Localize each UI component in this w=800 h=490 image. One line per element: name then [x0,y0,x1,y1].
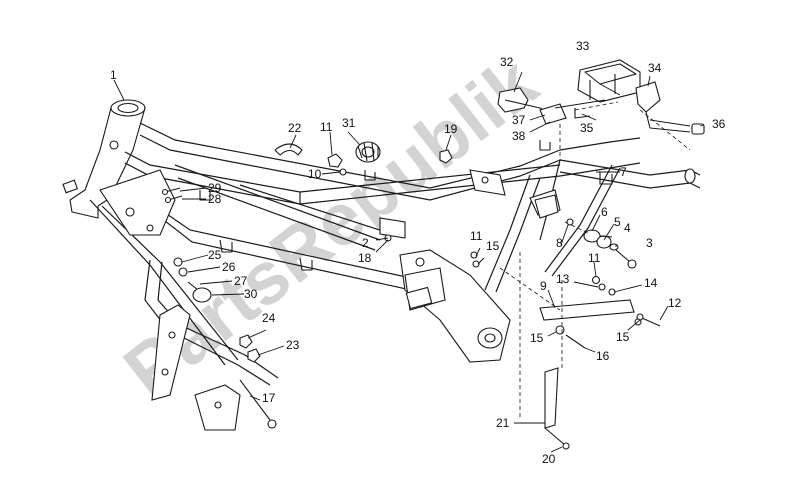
callout-label: 15 [486,239,500,253]
stand-arm-part-21 [544,367,559,429]
callout-label: 26 [222,260,236,274]
washer-part-26 [178,267,188,277]
bolt-part-16 [565,334,586,349]
main-frame [62,99,701,431]
washer-part [339,168,347,176]
callout-label: 31 [342,116,356,130]
callout-label: 8 [556,236,563,250]
callout-label: 17 [262,391,276,405]
rear-carrier-assembly [497,59,705,160]
callout-label: 14 [644,276,658,290]
callout-label: 9 [540,279,547,293]
callout-label: 27 [234,274,248,288]
nut-part-23 [247,348,261,363]
callout-label: 36 [712,117,726,131]
washer-part-25 [173,257,183,267]
callout-label: 12 [668,296,682,310]
callout-label: 34 [648,61,662,75]
callout-label: 32 [500,55,514,69]
callout-label: 11 [588,251,601,265]
callout-label: 28 [208,192,222,206]
callout-label: 29 [208,181,222,195]
washer-part-13 [598,283,606,291]
callout-label: 10 [308,167,322,181]
callout-label: 2 [362,236,369,250]
washer-part-11b [591,275,601,285]
callout-label: 24 [262,311,276,325]
callout-label: 16 [596,349,610,363]
bushing-part [355,141,381,163]
rubber-pad-part-30 [192,287,212,303]
callout-label: 22 [288,121,302,135]
callout-label: 3 [646,236,653,250]
callout-label: 6 [601,205,608,219]
callout-label: 15 [616,330,630,344]
steering-head [62,99,146,219]
callout-label: 21 [496,416,510,430]
callout-label: 4 [624,221,631,235]
callout-label: 7 [620,165,627,179]
callout-label: 20 [542,452,556,466]
clamp-part [274,143,303,156]
callout-label: 25 [208,248,222,262]
callout-label: 33 [576,39,590,53]
callout-label: 5 [614,215,621,229]
callout-label: 15 [530,331,544,345]
callout-label: 1 [110,68,117,82]
callout-label: 19 [444,122,458,136]
bolt-part-17 [239,379,271,421]
callout-label: 37 [512,113,526,127]
washer-part-15 [472,260,480,268]
callout-label: 30 [244,287,258,301]
callout-label: 35 [580,121,594,135]
callout-label: 18 [358,251,372,265]
bracket-part-7 [534,194,559,219]
callout-label: 13 [556,272,570,286]
callout-label: 38 [512,129,526,143]
plate-part-9 [539,299,635,321]
washer-part-15b [555,325,565,335]
callout-label: 11 [320,120,333,134]
callout-label: 23 [286,338,300,352]
nut-part-24 [239,334,253,349]
bolt-part-12 [641,317,661,327]
callout-labels: 1 2 3 4 5 6 7 8 9 10 11 11 11 12 13 14 1… [110,39,726,466]
leader-lines [113,71,705,453]
nut-part [327,153,343,168]
nut-part-19 [439,149,453,164]
callout-label: 11 [470,229,483,243]
pin-part-20 [544,427,566,446]
bolt-part-27 [187,281,199,291]
